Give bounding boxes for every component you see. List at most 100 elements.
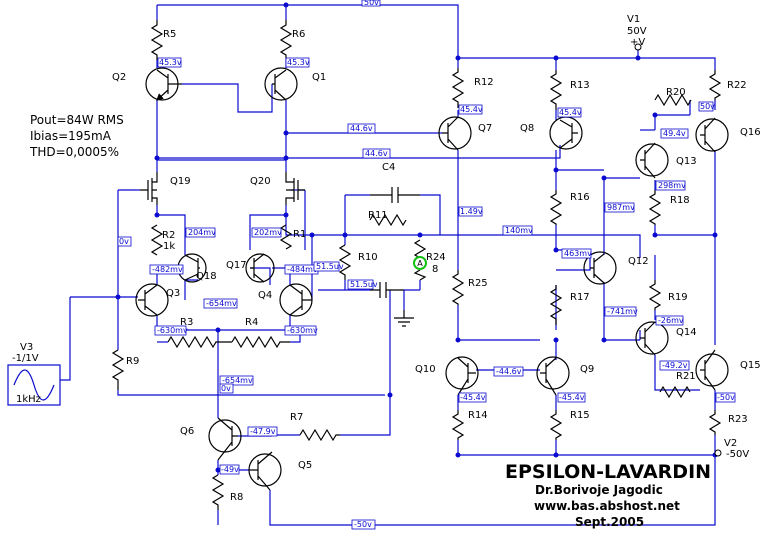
label-q10: Q10 — [415, 364, 436, 375]
resistor-r14 — [451, 410, 465, 440]
vtag-479: -47.9v — [247, 426, 278, 437]
svg-text:1.49v: 1.49v — [460, 207, 483, 216]
label-r20: R20 — [666, 87, 686, 98]
vtag-q13e: 298mv — [655, 180, 686, 191]
label-r1: R1 — [293, 229, 306, 240]
transistor-q4 — [279, 283, 313, 317]
svg-text:51.5uv: 51.5uv — [350, 280, 378, 289]
svg-text:A: A — [417, 259, 423, 268]
svg-text:49.4v: 49.4v — [663, 129, 686, 138]
capacitors — [370, 187, 420, 298]
vtag-q10e: -45.4v — [458, 392, 487, 403]
label-r22: R22 — [727, 80, 747, 91]
resistor-r5 — [150, 20, 164, 60]
transistor-q16 — [695, 117, 729, 153]
svg-text:202mv: 202mv — [254, 228, 282, 237]
transistor-q14 — [635, 321, 669, 356]
label-v3: V3 — [20, 342, 33, 353]
resistor-r6 — [279, 20, 293, 60]
vtag-515b: 51.5uv — [347, 279, 378, 290]
label-r3: R3 — [180, 317, 193, 328]
label-r9: R9 — [126, 356, 139, 367]
vtag-654a: -654mv — [203, 298, 238, 309]
svg-text:-741mv: -741mv — [607, 307, 638, 316]
vtag-q13b: 49.4v — [660, 128, 689, 139]
resistor-r24 — [413, 239, 427, 259]
resistor-r19 — [648, 280, 662, 310]
svg-text:45.4v: 45.4v — [559, 108, 582, 117]
label-q3: Q3 — [166, 288, 180, 299]
resistor-r21 — [659, 385, 691, 399]
info-pout: Pout=84W RMS — [30, 113, 124, 127]
transistor-q2 — [145, 67, 182, 100]
vtag-r12: 45.4v — [458, 104, 483, 115]
svg-text:-484mv: -484mv — [287, 265, 318, 274]
label-r8: R8 — [230, 492, 243, 503]
label-v1-value: 50V — [627, 26, 647, 37]
vtag-630a: -630mv — [154, 325, 188, 336]
vtag-top-rail: 50v — [361, 0, 381, 7]
label-q18: Q18 — [196, 271, 217, 282]
resistor-r11 — [369, 213, 407, 227]
label-v2: V2 — [724, 438, 737, 449]
label-v3-value: -1/1V — [12, 353, 39, 364]
label-r13: R13 — [570, 80, 590, 91]
resistor-r12 — [451, 68, 465, 108]
transistor-q1 — [264, 67, 298, 101]
label-r23: R23 — [728, 414, 748, 425]
label-v3-freq: 1kHz — [16, 394, 41, 405]
label-q5: Q5 — [298, 460, 312, 471]
vtag-446a: 44.6v — [347, 123, 376, 134]
svg-text:-49v: -49v — [221, 465, 239, 474]
title-block: EPSILON-LAVARDIN Dr.Borivoje Jagodic www… — [505, 461, 711, 529]
ground-symbol — [394, 310, 414, 327]
svg-text:45.4v: 45.4v — [460, 105, 483, 114]
svg-text:44.6v: 44.6v — [365, 149, 388, 158]
transistor-q6 — [208, 417, 242, 461]
transistor-q10 — [445, 356, 479, 396]
label-q4: Q4 — [258, 290, 272, 301]
label-q17: Q17 — [226, 260, 247, 271]
svg-text:-654mv: -654mv — [206, 299, 237, 308]
label-r5: R5 — [163, 29, 176, 40]
vtag-49: -49v — [219, 464, 240, 475]
svg-text:140mv: 140mv — [505, 226, 533, 235]
wires — [60, 4, 716, 526]
label-q14: Q14 — [676, 327, 697, 338]
transistor-q20 — [285, 172, 305, 205]
transistor-q15 — [695, 349, 729, 391]
resistor-r1 — [279, 224, 293, 250]
label-c4: C4 — [382, 162, 395, 173]
label-q13: Q13 — [676, 156, 697, 167]
credit-website: www.bas.abshost.net — [534, 499, 680, 513]
credit-author: Dr.Borivoje Jagodic — [535, 483, 663, 497]
signal-source-v3 — [7, 364, 61, 406]
capacitor-c4 — [370, 187, 420, 203]
label-v1: V1 — [627, 14, 640, 25]
svg-text:-654mv: -654mv — [222, 376, 253, 385]
component-labels: R5 R6 Q2 Q1 R12 R13 Q7 Q8 V1 50V +V R20 … — [12, 14, 761, 503]
transistor-q7 — [438, 116, 472, 151]
vtag-987: 987mv — [604, 202, 635, 213]
label-v2-value: -50V — [726, 449, 749, 460]
transistor-q17 — [245, 253, 275, 283]
resistor-r18 — [648, 190, 662, 225]
svg-text:-47.9v: -47.9v — [250, 427, 276, 436]
vtag-202: 202mv — [251, 227, 282, 238]
label-r21: R21 — [676, 371, 696, 382]
transistor-q8 — [549, 116, 583, 150]
label-r4: R4 — [245, 317, 258, 328]
label-r19: R19 — [668, 292, 688, 303]
svg-text:-26mv: -26mv — [658, 316, 684, 325]
vtag-r20: 50v — [698, 101, 715, 112]
ammeter: A — [413, 256, 427, 270]
transistor-q12 — [583, 251, 617, 285]
transistor-q5 — [248, 451, 282, 491]
svg-text:204mv: 204mv — [188, 228, 216, 237]
resistor-r17 — [549, 285, 563, 325]
transistors — [135, 67, 729, 491]
resistor-r23 — [708, 410, 722, 435]
label-r17: R17 — [570, 292, 590, 303]
